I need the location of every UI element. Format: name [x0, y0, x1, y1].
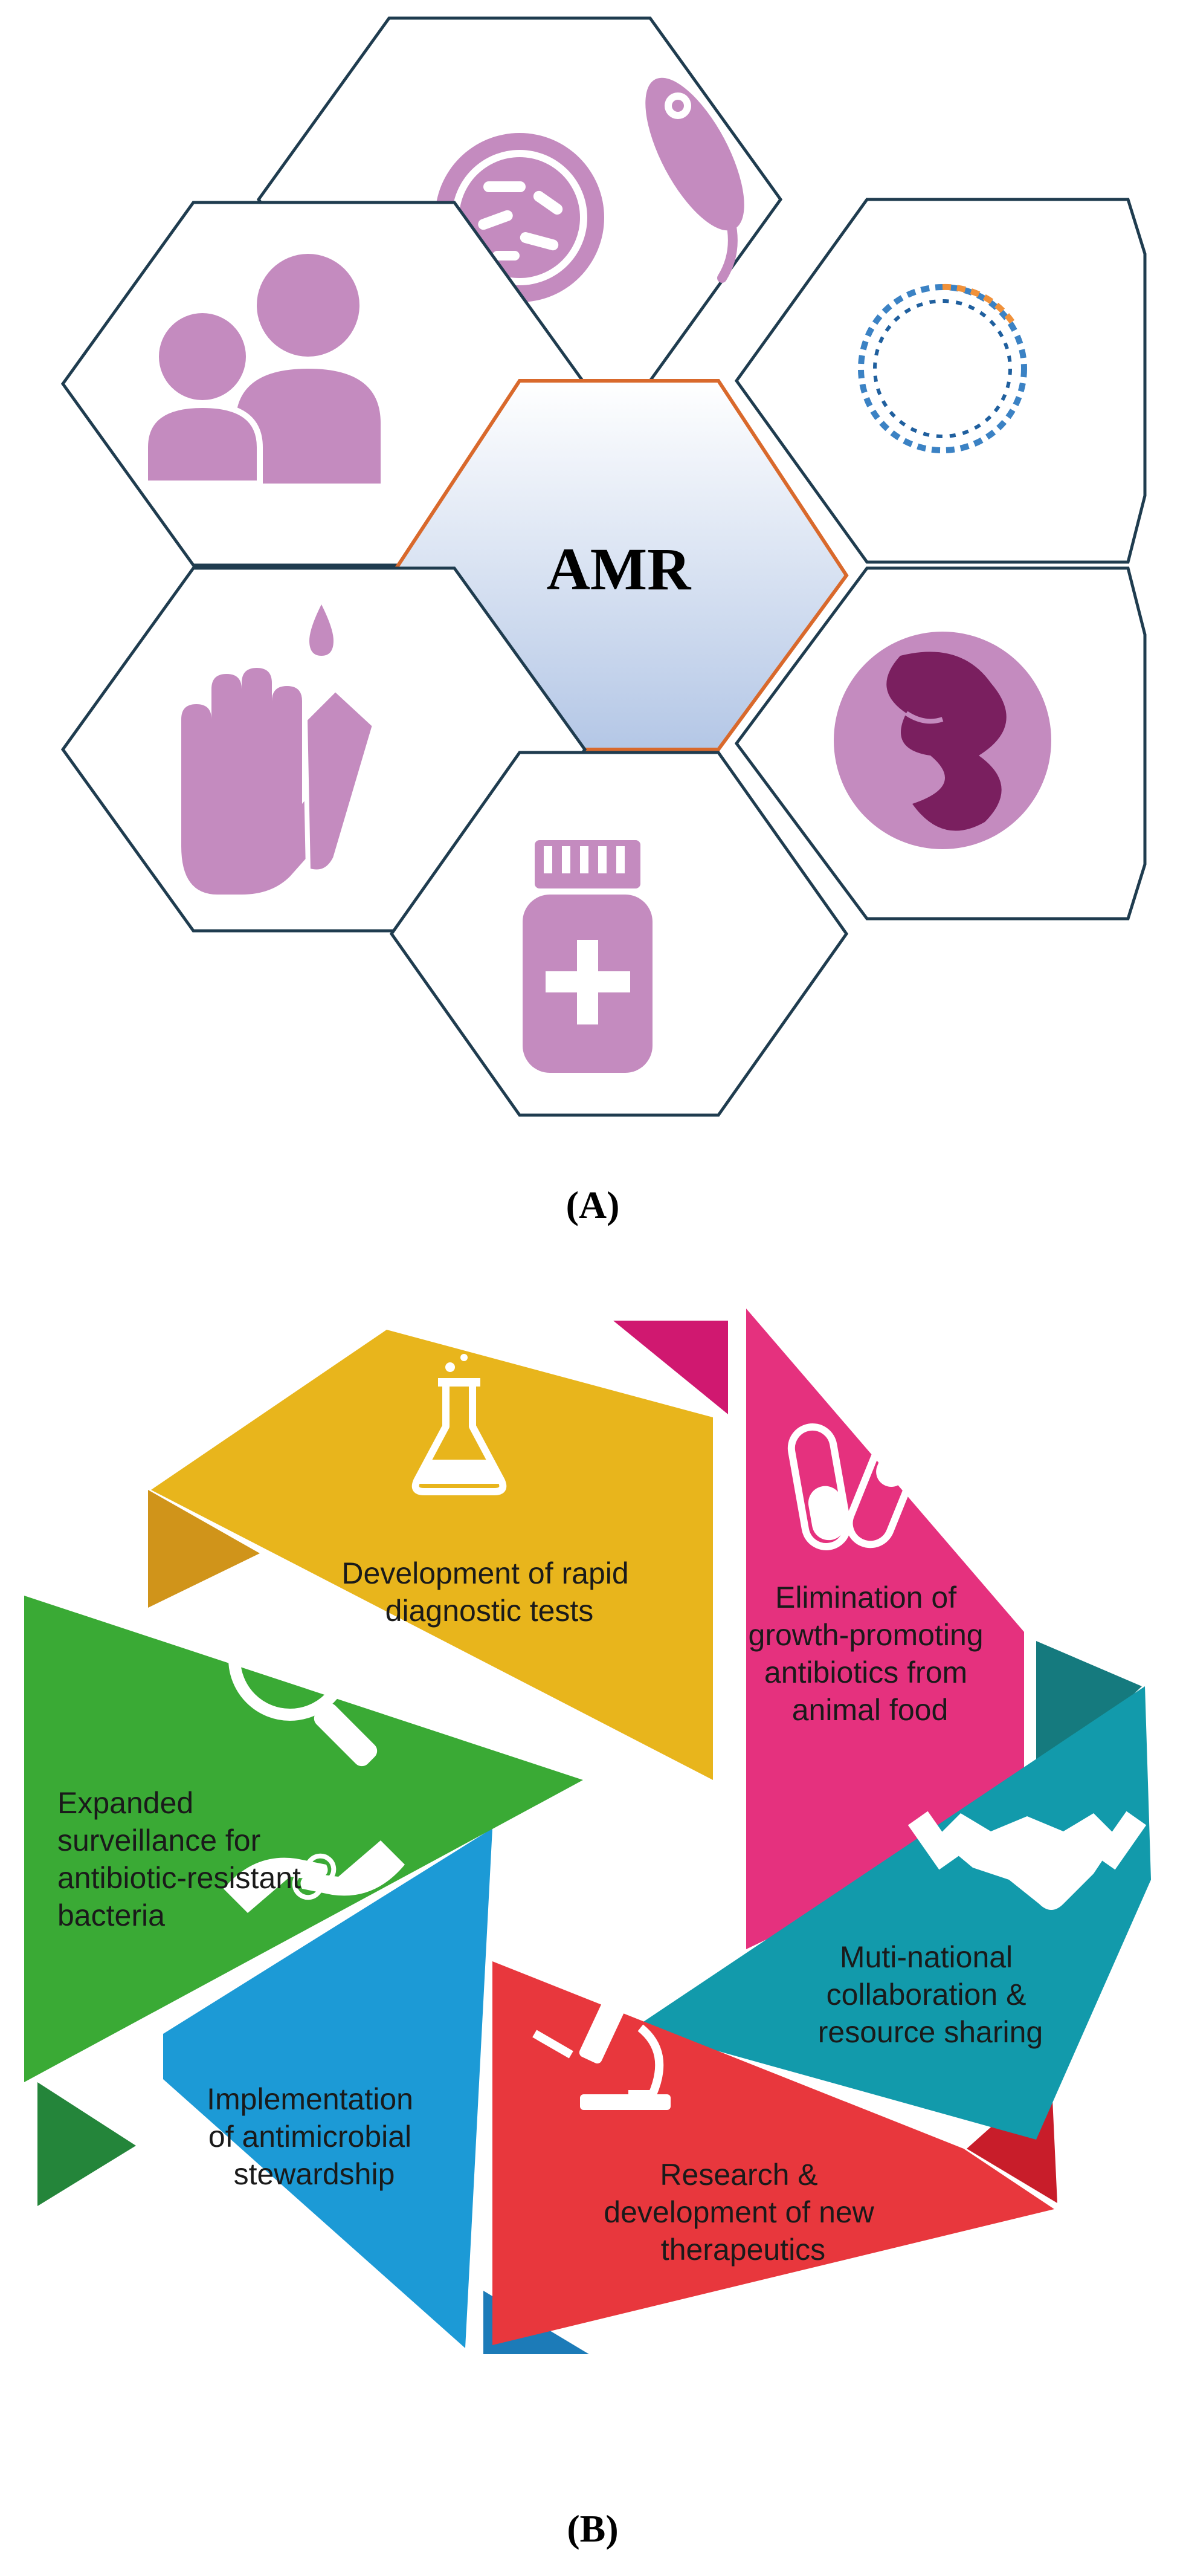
capsules-icon — [787, 1423, 925, 1550]
dna-plasmid-icon — [858, 283, 1027, 453]
hands-pill-icon — [224, 1840, 405, 1913]
center-label: AMR — [547, 536, 692, 603]
panel-b: Development of rapid diagnostic tests El… — [24, 1309, 1151, 2550]
panel-b-caption: (B) — [567, 2507, 618, 2550]
panel-a: AMR — [60, 16, 1147, 1226]
corner-green — [148, 1490, 260, 1608]
label-line: diagnostic tests — [385, 1594, 594, 1628]
label-line: Development of rapid — [341, 1556, 628, 1590]
corner-blue — [37, 2082, 136, 2206]
label-line: resource sharing — [818, 2015, 1043, 2049]
panel-a-caption: (A) — [566, 1183, 620, 1226]
label-line: surveillance for — [57, 1824, 260, 1857]
label-line: Elimination of — [775, 1581, 956, 1614]
segment-diagnostics — [151, 1330, 713, 1780]
label-line: Expanded — [57, 1786, 193, 1820]
label-line: bacteria — [57, 1898, 165, 1932]
label-line: Research & — [660, 2158, 817, 2192]
segment-label-diagnostics: Development of rapid diagnostic tests — [341, 1556, 637, 1628]
hex-hand — [60, 566, 587, 933]
segment-label-collaboration: Muti-national collaboration & resource s… — [818, 1940, 1043, 2049]
segment-label-surveillance: Expanded surveillance for antibiotic-res… — [57, 1786, 309, 1932]
people-icon — [142, 254, 381, 487]
handshake-icon — [907, 1811, 1147, 1910]
microscope-icon — [532, 1982, 671, 2110]
segment-elimination — [746, 1309, 1024, 1949]
segment-label-stewardship: Implementation of antimicrobial stewards… — [207, 2082, 422, 2191]
medicine-bottle-icon — [523, 840, 653, 1073]
flask-icon — [411, 1354, 507, 1495]
label-line: of antimicrobial — [208, 2120, 411, 2154]
label-line: Muti-national — [840, 1940, 1013, 1974]
segment-collaboration — [634, 1686, 1151, 2140]
label-line: animal food — [792, 1693, 949, 1727]
label-line: antibiotic-resistant — [57, 1861, 301, 1895]
segment-surveillance — [24, 1596, 583, 2082]
corner-yellow — [613, 1321, 728, 1414]
cell-icon — [834, 632, 1051, 849]
hand-drop-icon — [181, 604, 378, 895]
segment-label-research: Research & development of new therapeuti… — [604, 2158, 882, 2267]
segment-label-elimination: Elimination of growth-promoting antibiot… — [749, 1581, 992, 1727]
label-line: growth-promoting — [749, 1618, 984, 1652]
segment-stewardship — [163, 1828, 492, 2348]
label-line: collaboration & — [827, 1978, 1026, 2011]
label-line: Implementation — [207, 2082, 413, 2116]
label-line: therapeutics — [661, 2233, 825, 2267]
hex-cell — [734, 566, 1147, 921]
segment-research — [492, 1961, 1054, 2345]
label-line: development of new — [604, 2195, 874, 2229]
label-line: antibiotics from — [764, 1655, 967, 1689]
label-line: stewardship — [234, 2157, 395, 2191]
hex-people — [60, 201, 587, 567]
magnifier-icon — [228, 1597, 378, 1767]
hex-dna — [734, 198, 1147, 564]
hex-bottle — [389, 751, 849, 1117]
